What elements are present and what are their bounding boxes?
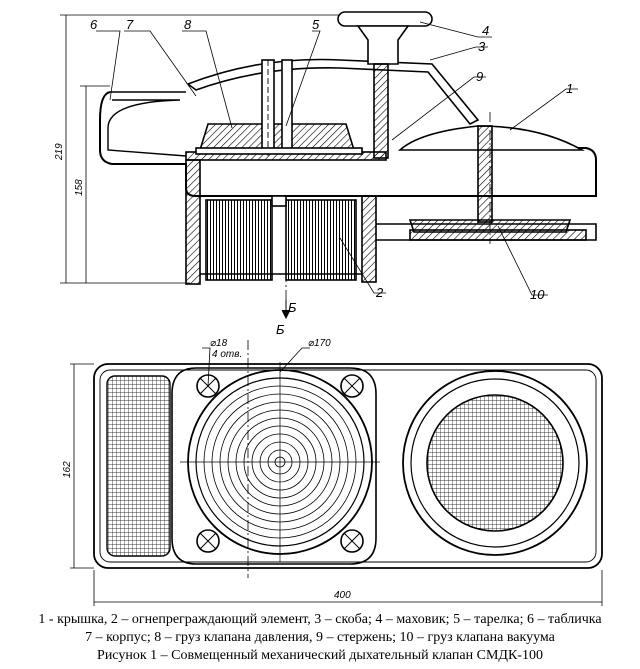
pressure-valve-weight xyxy=(195,59,363,158)
section-arrow xyxy=(281,300,291,320)
dim-plate-diameter: ⌀170 xyxy=(308,338,331,349)
pressure-disc xyxy=(180,362,380,562)
cover-dome xyxy=(186,58,480,126)
vacuum-valve xyxy=(397,125,586,233)
handwheel xyxy=(337,11,433,159)
callout-4: 4 xyxy=(482,23,489,38)
callout-10: 10 xyxy=(530,287,545,302)
bolt-holes xyxy=(196,374,364,553)
outline-inner xyxy=(99,369,597,563)
caption-legend-line-2: 7 – корпус; 8 – груз клапана давления, 9… xyxy=(85,630,555,645)
callout-8: 8 xyxy=(184,17,192,32)
dim-400: 400 xyxy=(334,590,351,601)
dim-hole-diameter: ⌀18 xyxy=(210,338,228,349)
caption-legend-line-1: 1 - крышка, 2 – огнепреграждающий элемен… xyxy=(38,612,602,627)
callout-2: 2 xyxy=(375,285,384,300)
dim-162: 162 xyxy=(62,461,73,478)
section-view xyxy=(60,11,597,320)
callout-7: 7 xyxy=(126,17,134,32)
vacuum-disc xyxy=(402,370,588,556)
callout-6: 6 xyxy=(90,17,98,32)
flame-arrester-right xyxy=(285,199,357,281)
flange xyxy=(171,367,377,565)
height-dimension-lines xyxy=(60,14,340,284)
callout-5: 5 xyxy=(312,17,320,32)
plan-dimension-lines xyxy=(70,347,603,606)
valve-technical-drawing: 6 7 8 5 4 3 9 1 2 10 Б Б 219 158 xyxy=(54,11,603,606)
section-mark-lower: Б xyxy=(276,322,285,337)
dim-158: 158 xyxy=(74,179,85,196)
section-mark-upper: Б xyxy=(288,300,297,315)
callout-9: 9 xyxy=(476,69,483,84)
callout-leaders xyxy=(96,21,578,296)
dim-hole-count: 4 отв. xyxy=(212,349,242,360)
mesh-rect xyxy=(106,375,171,557)
flame-arrester-left xyxy=(205,199,273,281)
plan-view xyxy=(70,340,603,606)
callout-1: 1 xyxy=(566,81,573,96)
callout-3: 3 xyxy=(478,39,486,54)
dim-219: 219 xyxy=(54,143,65,161)
callout-labels: 6 7 8 5 4 3 9 1 2 10 Б Б xyxy=(90,17,573,337)
figure-title: Рисунок 1 – Совмещенный механический дых… xyxy=(97,648,543,663)
